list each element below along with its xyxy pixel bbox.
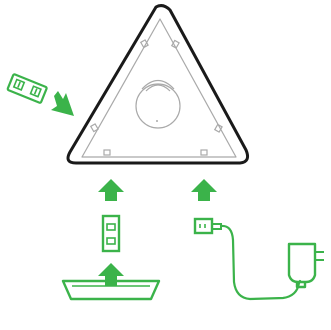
center-hole-ring [135, 83, 181, 129]
center-hole-dot [156, 120, 158, 122]
center-hole-clip-inner [145, 84, 171, 92]
triangle-hub-device [66, 4, 249, 165]
power-adapter [101, 214, 121, 253]
mount-tab [139, 39, 149, 49]
hub-inner-rim [81, 18, 237, 158]
battery-pack-body [6, 73, 48, 104]
power-adapter-body [101, 214, 121, 253]
arrow-connector-to-hub [191, 179, 217, 201]
mount-tab [89, 123, 99, 133]
power-cable [219, 224, 302, 301]
power-adapter-prong [106, 223, 116, 231]
cable-connector [193, 217, 222, 235]
power-adapter-wall [287, 242, 324, 289]
mount-tab [213, 123, 223, 133]
wall-adapter-body [287, 242, 317, 284]
cable-connector-body [193, 217, 214, 235]
mount-tab [170, 39, 180, 49]
mount-tab [103, 149, 111, 156]
wall-adapter-neck [295, 282, 307, 289]
battery-pack [6, 73, 48, 104]
hub-center-hole [135, 79, 181, 129]
arrow-battery-to-hub [51, 91, 74, 116]
mount-tab [200, 149, 208, 156]
battery-pack-cell [12, 78, 26, 91]
mounting-base [61, 279, 161, 301]
center-hole-clip [141, 79, 175, 90]
battery-pack-cell [29, 85, 42, 98]
mounting-base-outline [61, 279, 161, 301]
hub-mounting-tabs [89, 39, 223, 156]
power-adapter-prong [106, 237, 116, 245]
arrow-base-to-adapter [98, 263, 124, 286]
arrow-adapter-to-hub [98, 179, 124, 201]
